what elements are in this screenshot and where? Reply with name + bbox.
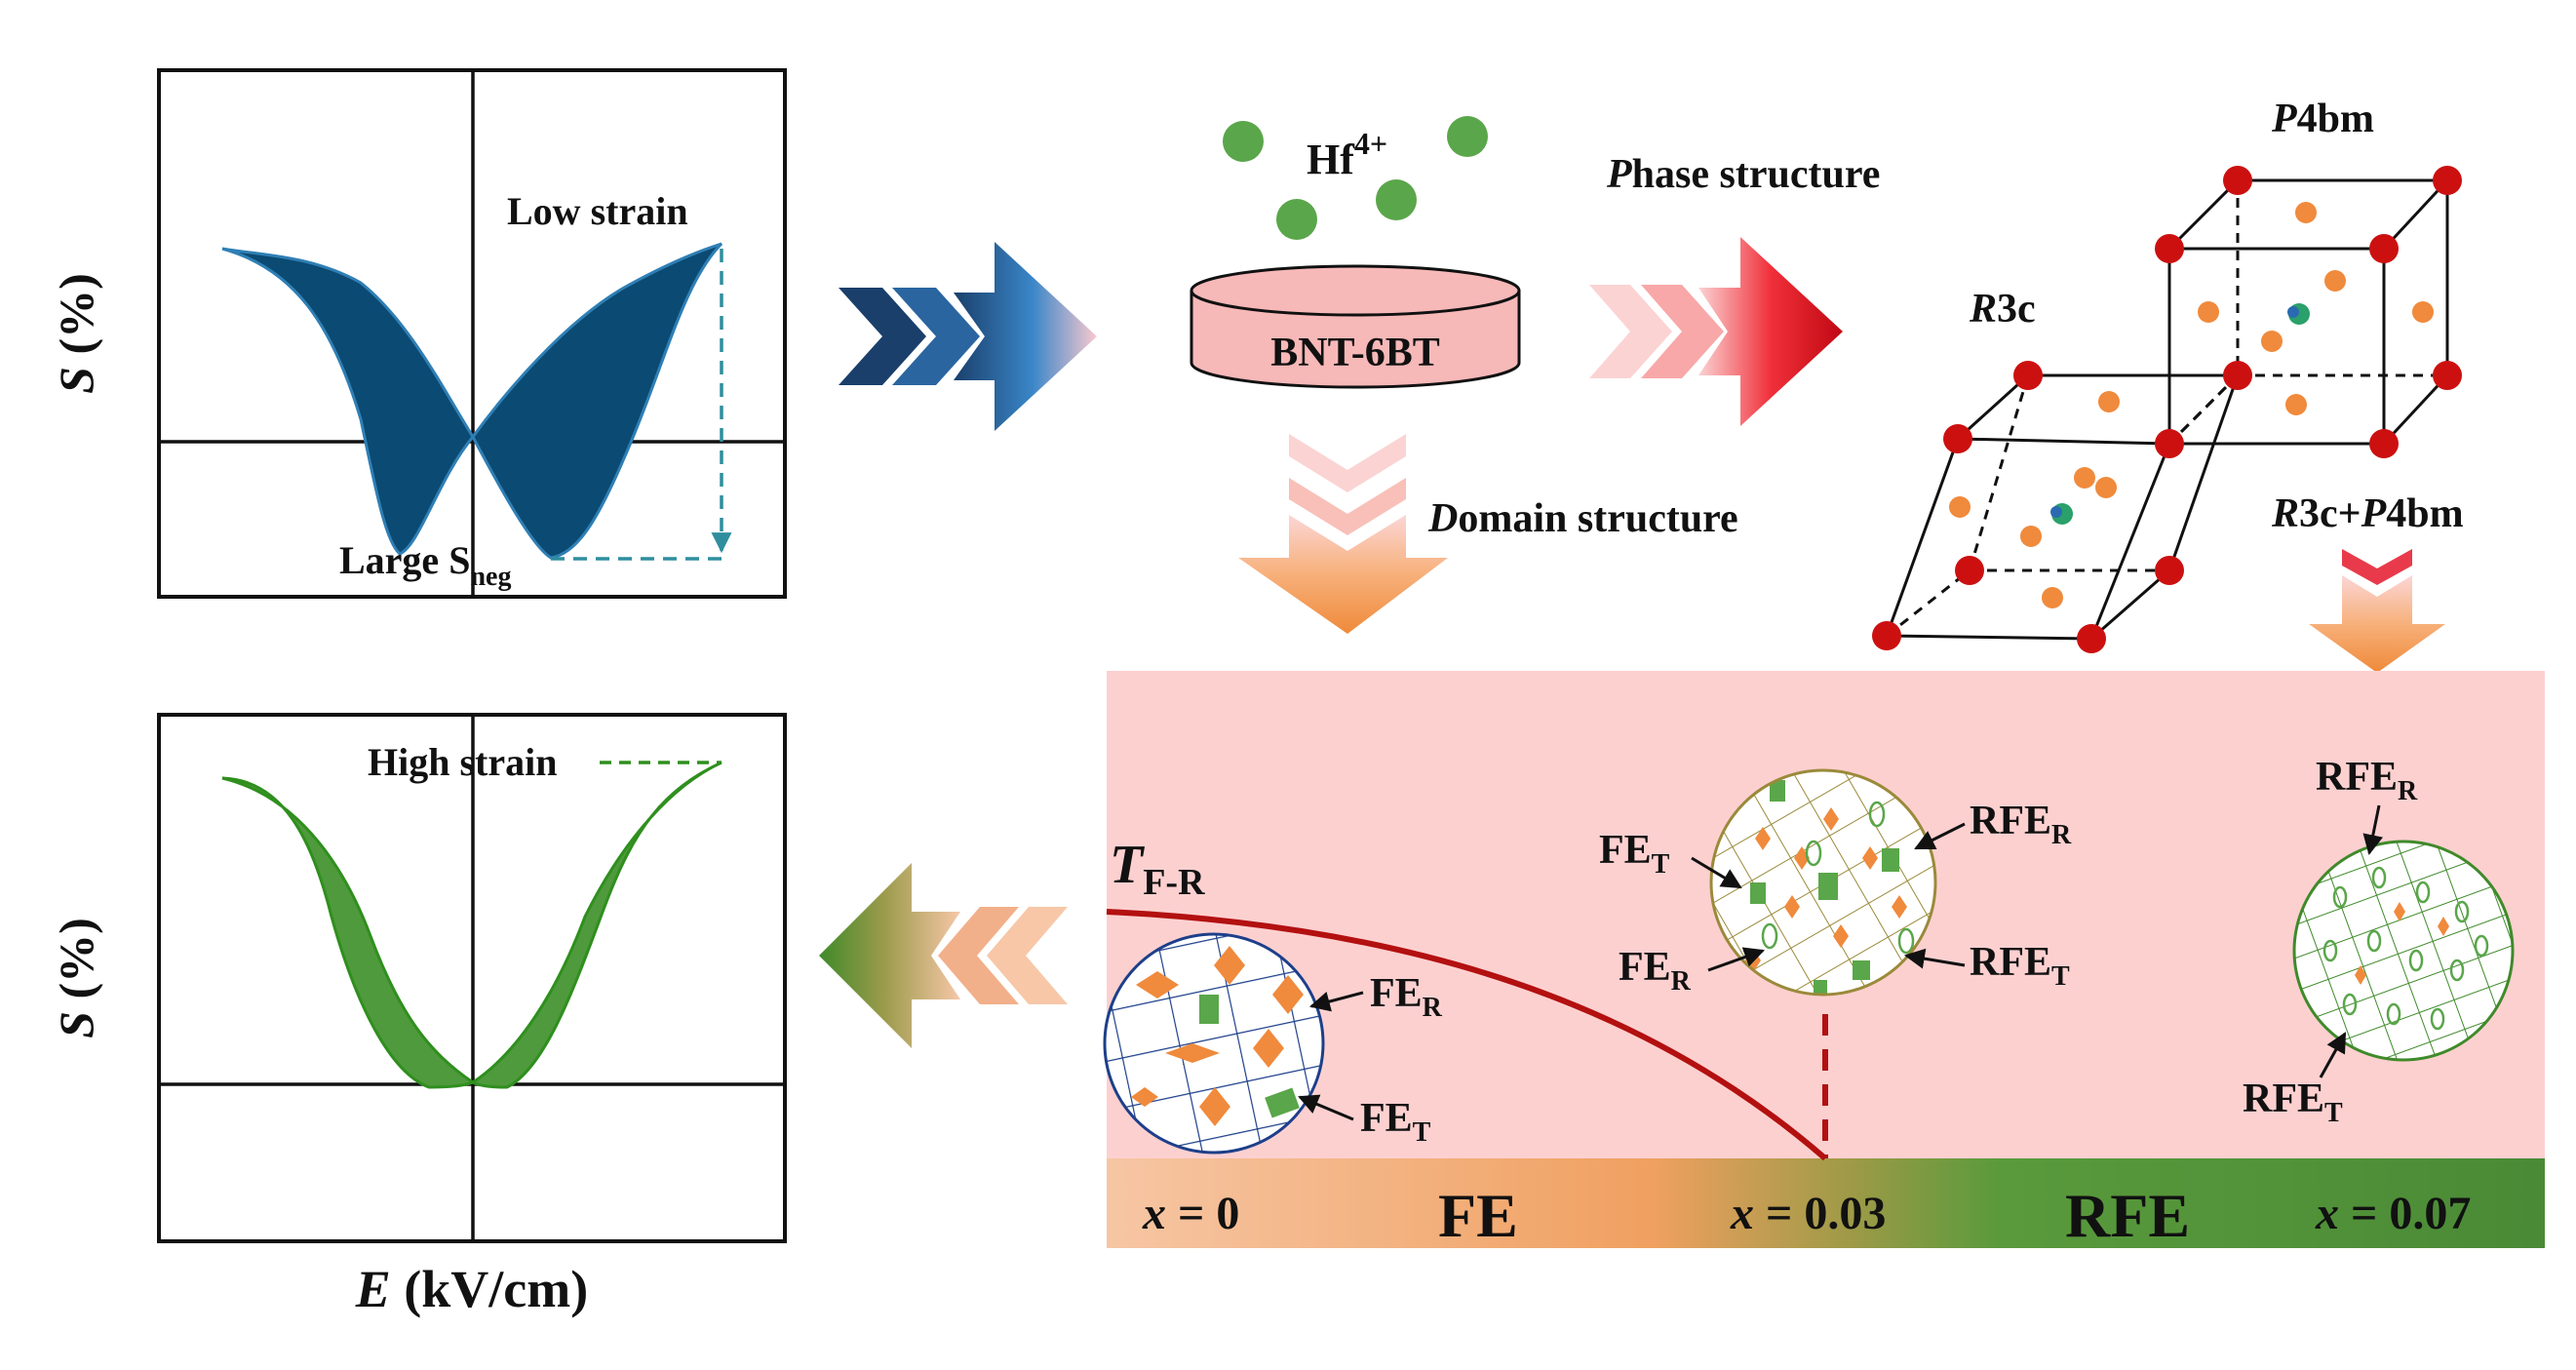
hf-label: Hf4+ [1307, 126, 1387, 183]
rfe-r-pointer-2 [1914, 822, 1966, 850]
rfe-r-label-3: RFER [2316, 755, 2418, 806]
crystal-structures [1885, 178, 2449, 641]
rfe-t-label-3: RFET [2243, 1076, 2343, 1128]
phase-structure-label: Phase structure [1606, 152, 1880, 197]
rfe-r-pointer-3 [2362, 804, 2384, 856]
p4bm-label: P4bm [2271, 97, 2374, 141]
fe-t-pointer [1298, 1094, 1354, 1121]
fe-r-label-1: FER [1370, 971, 1443, 1023]
fe-r-label-2: FER [1619, 945, 1692, 997]
red-right-arrow: Phase structure [1589, 152, 1880, 426]
bar-fe-label: FE [1438, 1181, 1518, 1250]
center-atom-shade [2287, 306, 2299, 318]
bottom-loop-right [470, 761, 722, 1089]
domain-circle-mixed [1709, 768, 1937, 997]
tfr-curve [1106, 909, 1827, 1161]
fe-t-label-2: FET [1599, 828, 1670, 880]
bottom-loop-left [221, 776, 477, 1089]
bar-x003-label: x = 0.03 [1730, 1188, 1886, 1239]
bar-x0-label: x = 0 [1142, 1188, 1239, 1239]
fe-r-pointer-2 [1707, 947, 1765, 972]
top-strain-plot: Low strain Large Sneg S (%) [49, 68, 787, 599]
center-atom-shade [2050, 506, 2062, 518]
hf-ion [1223, 121, 1264, 162]
fe-r-pointer [1308, 991, 1364, 1012]
high-strain-label: High strain [368, 740, 557, 784]
mixed-phase-label: R3c+P4bm [2271, 491, 2464, 536]
crystal-atoms [1872, 166, 2462, 653]
tfr-label: TF-R [1110, 835, 1205, 903]
domain-structure-label: Domain structure [1427, 496, 1738, 541]
fe-t-label-1: FET [1360, 1096, 1431, 1148]
rfe-r-label-2: RFER [1970, 799, 2072, 850]
r3c-label: R3c [1969, 287, 2036, 332]
fe-t-pointer-2 [1691, 856, 1742, 889]
p4bm-cell [2167, 178, 2449, 446]
rfe-t-pointer-3 [2319, 1032, 2347, 1078]
orange-down-arrow: Domain structure [1238, 434, 1738, 634]
hf-ion [1447, 116, 1488, 157]
rfe-t-label-2: RFET [1970, 940, 2070, 992]
r3c-cell [1885, 373, 2240, 641]
face-atoms [1949, 202, 2434, 608]
top-plot-ylabel: S (%) [49, 273, 103, 394]
bar-x007-label: x = 0.07 [2315, 1188, 2471, 1239]
bottom-plot-ylabel: S (%) [49, 918, 103, 1038]
domain-circle-rfe [2292, 840, 2515, 1062]
low-strain-label: Low strain [507, 189, 688, 233]
rfe-t-pointer-2 [1903, 948, 1966, 969]
ceramic-label: BNT-6BT [1270, 331, 1440, 375]
bar-rfe-label: RFE [2065, 1181, 2190, 1250]
hf-ion [1276, 199, 1317, 240]
corner-atoms [1872, 166, 2462, 653]
top-loop-left [221, 247, 475, 556]
bottom-strain-plot: High strain S (%) E (kV/cm) [49, 713, 787, 1318]
domain-circle-fe [1103, 932, 1325, 1155]
blue-right-arrow [839, 242, 1097, 431]
dopant-group: Hf4+ [1223, 116, 1488, 240]
x-axis-label: E (kV/cm) [355, 1260, 588, 1318]
hf-ion [1376, 179, 1417, 220]
ceramic-disk: BNT-6BT [1190, 264, 1521, 389]
large-sneg-label: Large Sneg [339, 538, 511, 592]
composition-bar [1107, 1158, 2545, 1248]
green-left-arrow [819, 863, 1068, 1048]
top-loop-right [471, 242, 723, 560]
small-down-arrow [2309, 549, 2445, 673]
